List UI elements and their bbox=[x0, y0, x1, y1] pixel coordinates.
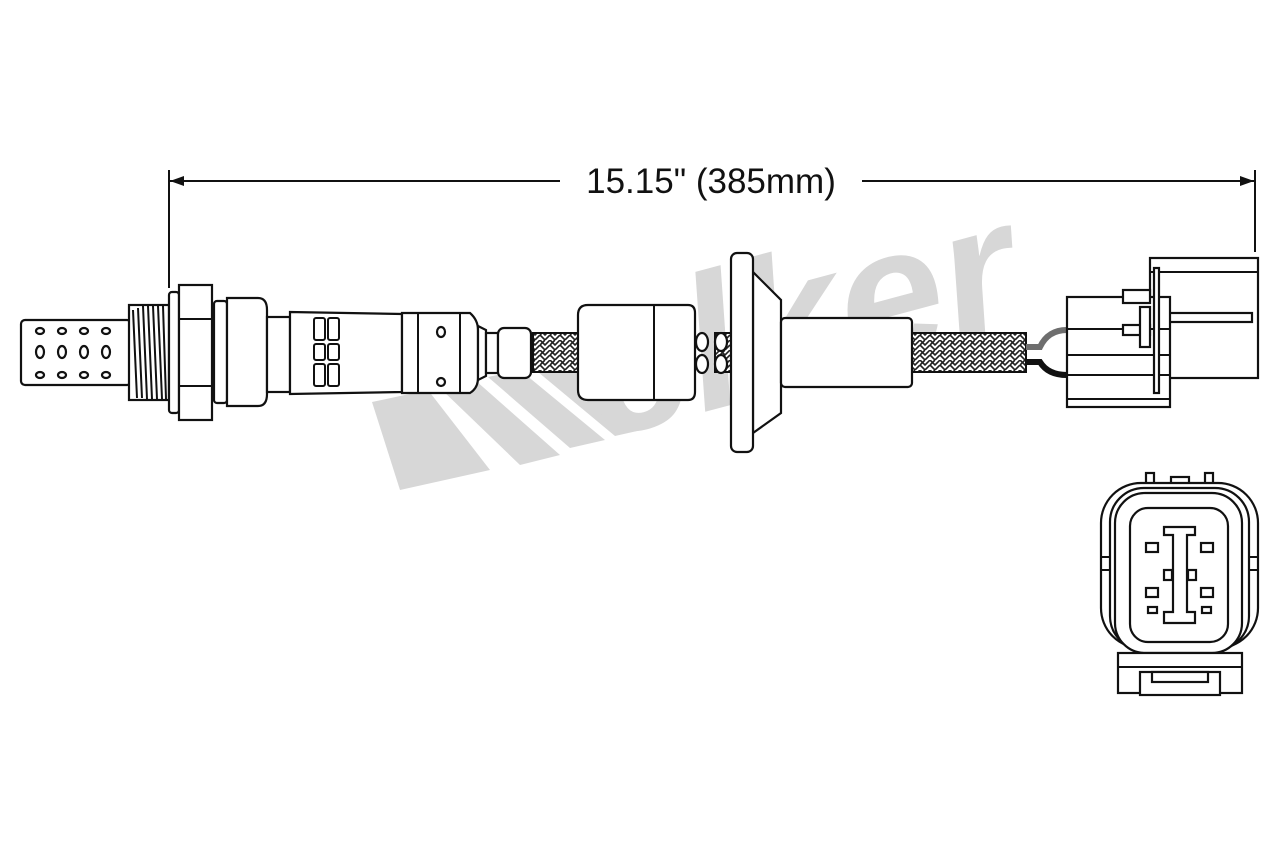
arrow-right-icon bbox=[1240, 176, 1254, 186]
overall-length-dimension: 15.15" (385mm) bbox=[168, 162, 1256, 288]
probe-hole bbox=[56, 326, 68, 336]
probe-hole bbox=[100, 370, 112, 380]
sensor-probe bbox=[19, 251, 1068, 454]
probe-hole bbox=[56, 370, 68, 380]
sensor-sleeve bbox=[288, 310, 404, 396]
connector-end-view bbox=[1099, 471, 1260, 697]
probe-hole bbox=[34, 370, 46, 380]
probe-hole bbox=[34, 326, 46, 336]
black-wire bbox=[1026, 359, 1068, 378]
braided-harness bbox=[911, 332, 1027, 373]
keying-rib bbox=[1162, 525, 1197, 625]
probe-hole bbox=[78, 344, 90, 360]
probe-hole bbox=[78, 370, 90, 380]
braided-sleeve bbox=[532, 332, 579, 373]
probe-holes bbox=[34, 326, 112, 380]
probe-hole bbox=[100, 326, 112, 336]
hex-nut bbox=[177, 283, 214, 422]
connector-side-view bbox=[1065, 256, 1260, 409]
probe-hole bbox=[34, 344, 46, 360]
boot-cone bbox=[751, 269, 783, 436]
dimension-label: 15.15" (385mm) bbox=[586, 162, 836, 201]
gray-wire bbox=[1026, 327, 1068, 350]
grommet bbox=[576, 303, 697, 402]
mounting-flange bbox=[729, 251, 755, 454]
probe-hole bbox=[78, 326, 90, 336]
probe-hole bbox=[100, 344, 112, 360]
probe-hole bbox=[56, 344, 68, 360]
arrow-left-icon bbox=[170, 176, 184, 186]
wire-boot bbox=[779, 316, 914, 389]
thread-lines bbox=[132, 305, 167, 400]
terminal-cavities bbox=[1144, 541, 1215, 615]
